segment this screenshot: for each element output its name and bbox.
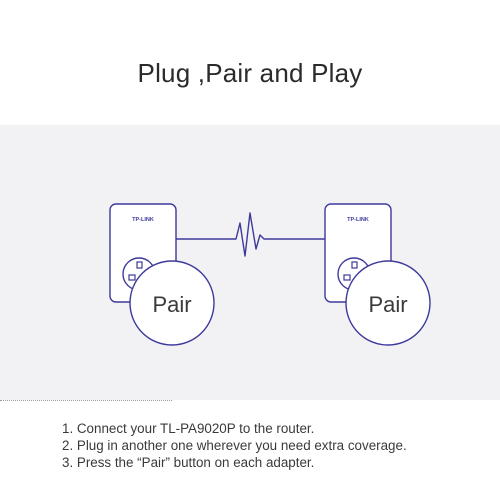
signal-line bbox=[175, 212, 325, 257]
page-title: Plug ,Pair and Play bbox=[137, 58, 363, 88]
pairing-diagram: TP-LINK Pair TP-LINK Pair bbox=[109, 203, 431, 346]
diagram-panel bbox=[0, 125, 500, 400]
section-divider bbox=[0, 400, 172, 401]
brand-logo-left: TP-LINK bbox=[132, 217, 154, 223]
pair-button-right-label: Pair bbox=[368, 292, 407, 317]
pair-button-left-label: Pair bbox=[152, 292, 191, 317]
pair-button-right[interactable]: Pair bbox=[345, 260, 431, 346]
pair-button-left[interactable]: Pair bbox=[129, 260, 215, 346]
step-2: 2. Plug in another one wherever you need… bbox=[62, 438, 407, 453]
step-1: 1. Connect your TL-PA9020P to the router… bbox=[62, 421, 315, 436]
step-3: 3. Press the “Pair” button on each adapt… bbox=[62, 455, 315, 470]
brand-logo-right: TP-LINK bbox=[347, 217, 369, 223]
instruction-steps: 1. Connect your TL-PA9020P to the router… bbox=[62, 420, 407, 471]
